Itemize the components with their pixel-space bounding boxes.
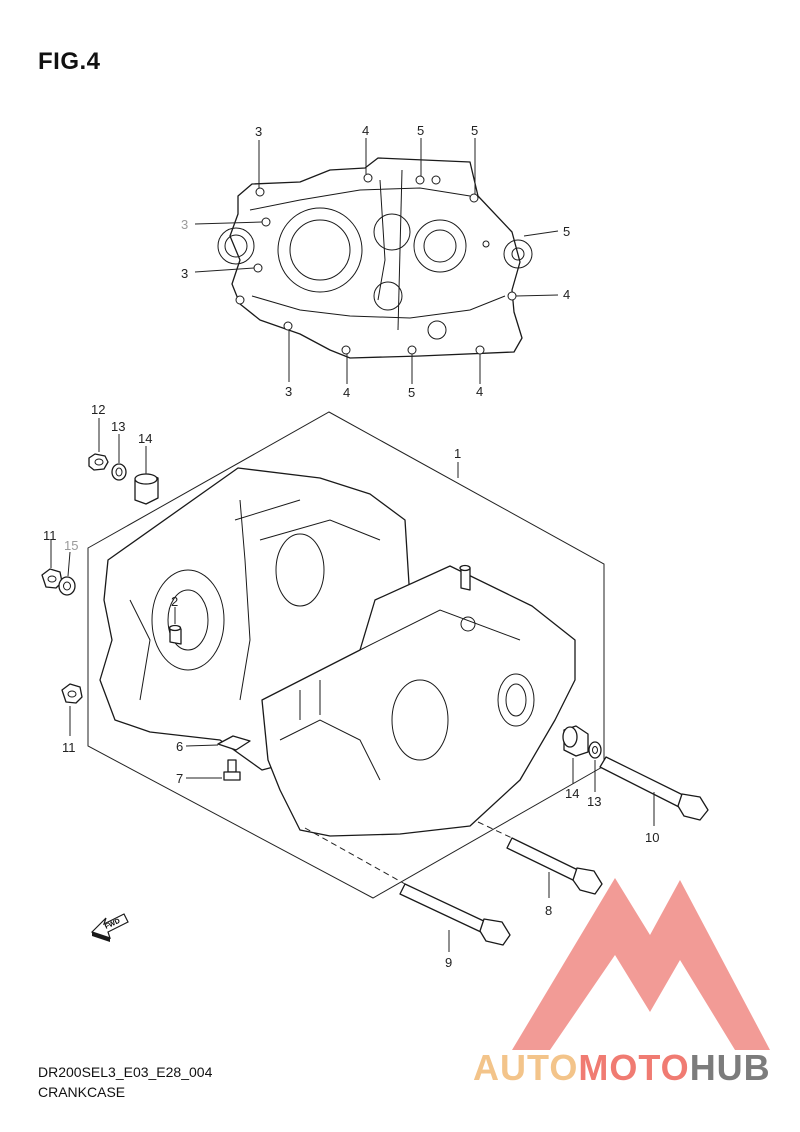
callout-4: 4 [563,287,570,302]
callout-5: 5 [563,224,570,239]
callout-15: 15 [64,538,78,553]
callout-4: 4 [476,384,483,399]
watermark-logo [512,878,770,1050]
callout-6: 6 [176,739,183,754]
callout-4: 4 [343,385,350,400]
crankcase-gasket [194,138,559,384]
bolt-9 [304,827,511,952]
callout-13: 13 [111,419,125,434]
callout-3: 3 [255,124,262,139]
callout-12: 12 [91,402,105,417]
diagram-code: DR200SEL3_E03_E28_004 [38,1064,213,1080]
callout-11: 11 [62,740,76,755]
callout-2: 2 [171,594,178,609]
callout-10: 10 [645,830,659,845]
callout-5: 5 [471,123,478,138]
callout-labels: 1 2 3 3 3 3 4 4 4 4 5 5 5 5 6 7 8 9 10 1… [43,123,659,970]
nut-11-lower [61,683,83,736]
watermark-text: AUTOMOTOHUB [473,1047,771,1089]
watermark-hub: HUB [689,1047,771,1088]
callout-1: 1 [454,446,461,461]
callout-14: 14 [138,431,152,446]
figure-title: FIG.4 [38,48,101,75]
cushion-14 [134,446,159,505]
washer-13-right [588,741,602,792]
callout-5: 5 [408,385,415,400]
nut-11-upper [41,540,63,589]
callout-8: 8 [545,903,552,918]
callout-11: 11 [43,528,57,543]
callout-13: 13 [587,794,601,809]
callout-14: 14 [565,786,579,801]
diagram-name: CRANKCASE [38,1084,126,1100]
bolt-8 [477,821,603,898]
plate-6 [185,735,251,751]
callout-3: 3 [181,266,188,281]
callout-9: 9 [445,955,452,970]
bolt-7 [186,759,241,781]
watermark-moto: MOTO [578,1047,690,1088]
washer-15 [58,551,76,596]
nut-12 [88,418,109,471]
callout-7: 7 [176,771,183,786]
callout-3: 3 [285,384,292,399]
bolt-10 [599,756,709,826]
callout-5: 5 [417,123,424,138]
watermark-auto: AUTO [473,1047,579,1088]
crankcase-halves [99,467,576,837]
callout-3: 3 [181,217,188,232]
fwd-arrow-icon: FWD [90,913,129,942]
washer-13 [111,434,127,481]
cushion-14-right [562,725,589,784]
callout-4: 4 [362,123,369,138]
